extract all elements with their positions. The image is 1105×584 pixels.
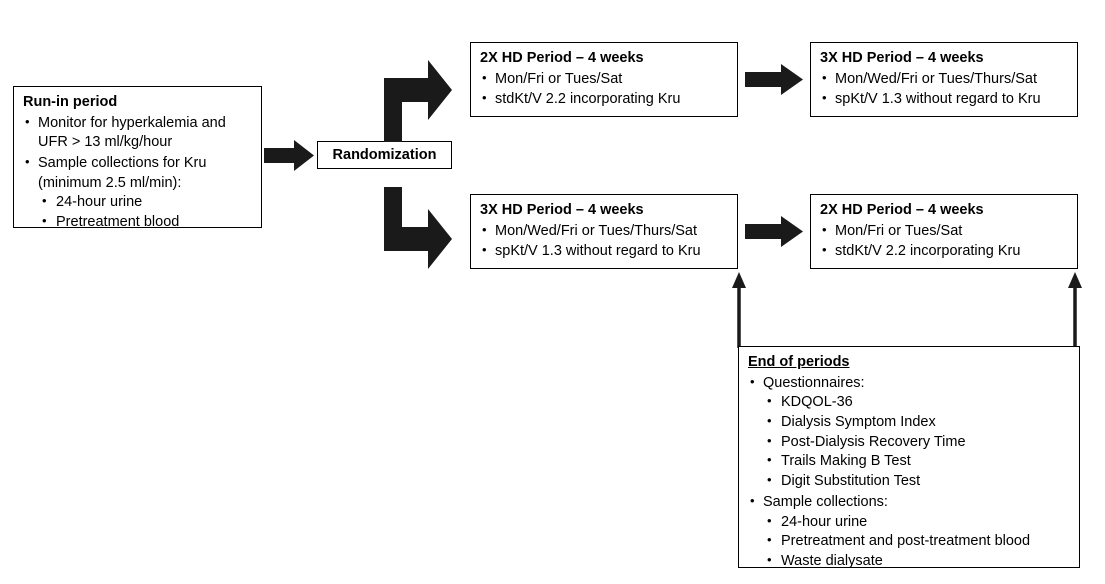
arrow-end-to-bottom-right-period <box>1068 272 1082 348</box>
list-item-text: Questionnaires: <box>763 374 865 391</box>
period-detail-list: Mon/Wed/Fri or Tues/Thurs/Sat spKt/V 1.3… <box>820 69 1068 110</box>
list-item: Dialysis Symptom Index <box>763 412 1070 433</box>
list-item: Waste dialysate <box>763 551 1070 572</box>
list-item: Mon/Wed/Fri or Tues/Thurs/Sat <box>480 221 728 242</box>
arrow-end-to-bottom-left-period <box>732 272 746 348</box>
list-item-text-continued: UFR > 13 ml/kg/hour <box>38 134 173 151</box>
list-item: Monitor for hyperkalemia and UFR > 13 ml… <box>23 113 252 153</box>
list-item: Digit Substitution Test <box>763 471 1070 492</box>
arrow-randomization-to-top-period <box>384 60 452 142</box>
run-in-period-box: Run-in period Monitor for hyperkalemia a… <box>13 86 262 230</box>
list-item-text: Monitor for hyperkalemia and <box>38 114 226 131</box>
list-item: 24-hour urine <box>763 512 1070 533</box>
list-item: stdKt/V 2.2 incorporating Kru <box>480 89 728 110</box>
end-of-periods-box: End of periods Questionnaires: KDQOL-36 … <box>738 346 1080 569</box>
list-item: spKt/V 1.3 without regard to Kru <box>480 241 728 262</box>
list-item: Mon/Fri or Tues/Sat <box>820 221 1068 242</box>
arrow-bottom-left-to-bottom-right <box>745 216 803 247</box>
list-item-text: Sample collections: <box>763 493 888 510</box>
period-box-bottom-right: 2X HD Period – 4 weeks Mon/Fri or Tues/S… <box>810 194 1078 269</box>
arrow-runin-to-randomization <box>264 140 314 171</box>
period-box-top-left: 2X HD Period – 4 weeks Mon/Fri or Tues/S… <box>470 42 738 117</box>
run-in-sample-sublist: 24-hour urine Pretreatment blood <box>38 192 252 233</box>
period-box-bottom-left: 3X HD Period – 4 weeks Mon/Wed/Fri or Tu… <box>470 194 738 269</box>
period-title: 3X HD Period – 4 weeks <box>480 202 644 218</box>
list-item: Pretreatment and post-treatment blood <box>763 531 1070 552</box>
period-title: 3X HD Period – 4 weeks <box>820 50 984 66</box>
period-detail-list: Mon/Fri or Tues/Sat stdKt/V 2.2 incorpor… <box>820 221 1068 262</box>
list-item: 24-hour urine <box>38 192 252 213</box>
list-item: Post-Dialysis Recovery Time <box>763 432 1070 453</box>
list-item: stdKt/V 2.2 incorporating Kru <box>820 241 1068 262</box>
period-title: 2X HD Period – 4 weeks <box>480 50 644 66</box>
list-item: Sample collections: 24-hour urine Pretre… <box>748 492 1070 572</box>
end-of-periods-title: End of periods <box>748 354 850 370</box>
period-box-top-right: 3X HD Period – 4 weeks Mon/Wed/Fri or Tu… <box>810 42 1078 117</box>
end-of-periods-list: Questionnaires: KDQOL-36 Dialysis Sympto… <box>748 373 1070 572</box>
list-item: Mon/Wed/Fri or Tues/Thurs/Sat <box>820 69 1068 90</box>
period-detail-list: Mon/Fri or Tues/Sat stdKt/V 2.2 incorpor… <box>480 69 728 110</box>
period-title: 2X HD Period – 4 weeks <box>820 202 984 218</box>
list-item: Trails Making B Test <box>763 451 1070 472</box>
list-item: Sample collections for Kru (minimum 2.5 … <box>23 153 252 233</box>
list-item: spKt/V 1.3 without regard to Kru <box>820 89 1068 110</box>
randomization-box: Randomization <box>317 141 452 169</box>
list-item-text-continued: (minimum 2.5 ml/min): <box>38 174 182 191</box>
list-item-text: Sample collections for Kru <box>38 155 207 171</box>
questionnaires-sublist: KDQOL-36 Dialysis Symptom Index Post-Dia… <box>763 392 1070 492</box>
randomization-label: Randomization <box>332 147 437 163</box>
list-item: Pretreatment blood <box>38 212 252 233</box>
run-in-period-title: Run-in period <box>23 94 118 110</box>
period-detail-list: Mon/Wed/Fri or Tues/Thurs/Sat spKt/V 1.3… <box>480 221 728 262</box>
list-item: KDQOL-36 <box>763 392 1070 413</box>
sample-collections-sublist: 24-hour urine Pretreatment and post-trea… <box>763 512 1070 572</box>
list-item: Questionnaires: KDQOL-36 Dialysis Sympto… <box>748 373 1070 492</box>
run-in-period-list: Monitor for hyperkalemia and UFR > 13 ml… <box>23 113 252 233</box>
arrow-randomization-to-bottom-period <box>384 187 452 269</box>
arrow-top-left-to-top-right <box>745 64 803 95</box>
list-item: Mon/Fri or Tues/Sat <box>480 69 728 90</box>
